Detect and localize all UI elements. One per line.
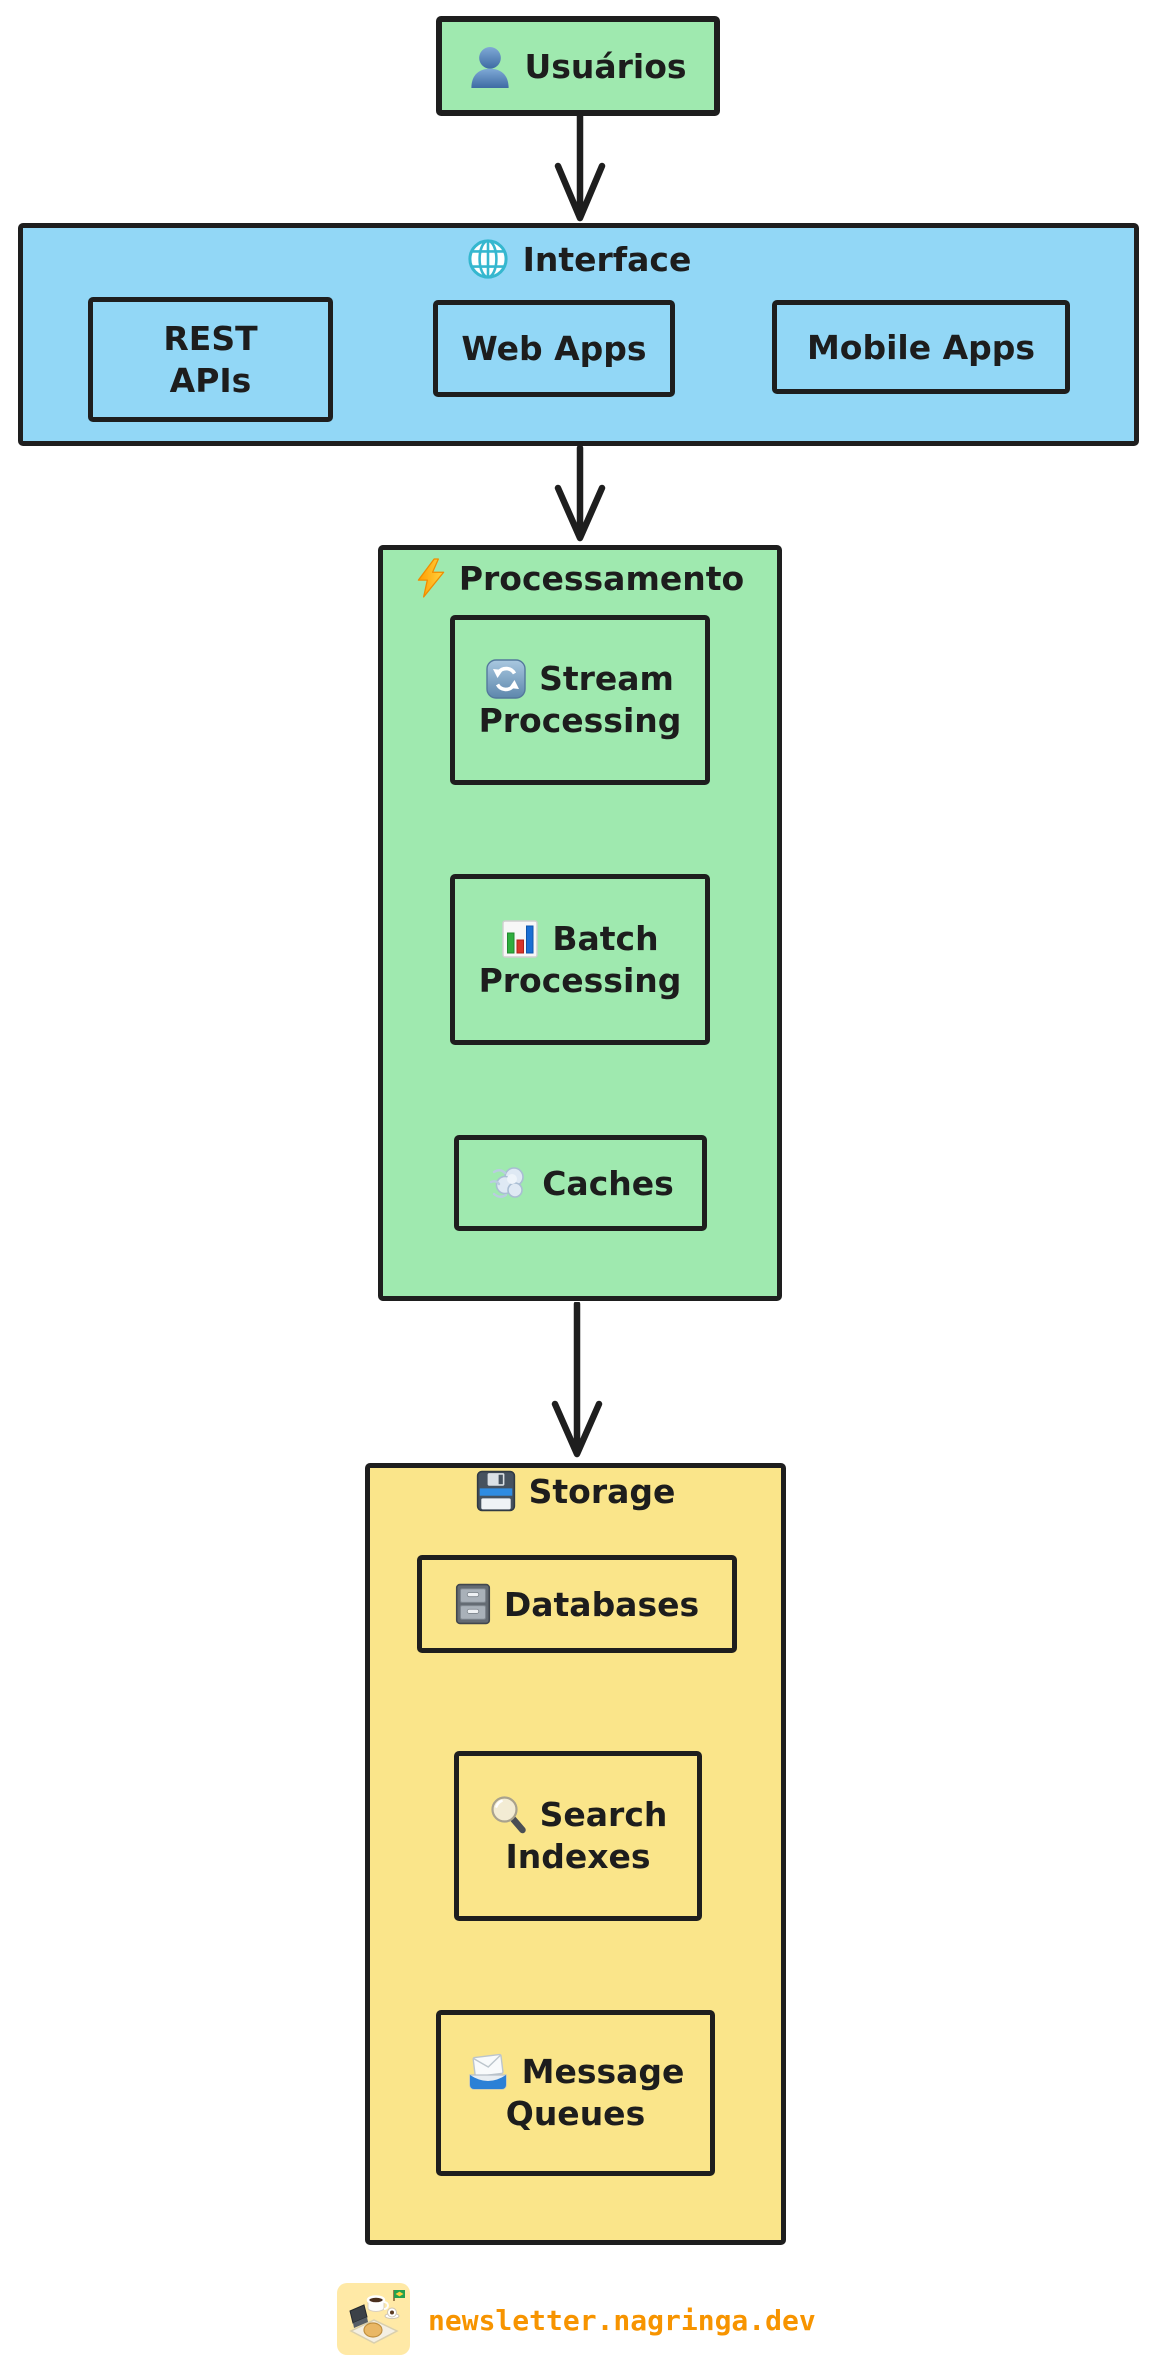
node-label-line: Indexes: [505, 1837, 651, 1877]
node-caches: Caches: [454, 1135, 707, 1231]
node-label-line: Caches: [542, 1163, 674, 1203]
incoming-envelope-icon: [467, 2051, 509, 2093]
node-label-line: Stream: [539, 659, 674, 699]
arrow-users-to-interface: [554, 110, 606, 222]
dash-cloud-icon: [487, 1163, 529, 1203]
nagringa-logo: [337, 2283, 410, 2355]
storage-title-label: Storage: [528, 1471, 676, 1511]
magnifying-glass-icon: [489, 1794, 527, 1836]
node-label-line: Processing: [478, 960, 682, 1000]
node-message-queues: Message Queues: [436, 2010, 715, 2176]
newsletter-link[interactable]: newsletter.nagringa.dev: [428, 2304, 816, 2337]
interface-title-label: Interface: [522, 239, 692, 279]
arrow-interface-to-processing: [554, 446, 606, 542]
refresh-arrows-icon: [486, 658, 526, 700]
processing-title: Processamento: [383, 558, 777, 598]
node-stream-processing: Stream Processing: [450, 615, 710, 785]
node-databases: Databases: [417, 1555, 737, 1653]
processing-title-label: Processamento: [458, 558, 745, 598]
floppy-disk-icon: [476, 1470, 516, 1512]
section-interface: Interface REST APIs Web Apps Mobile Apps: [18, 223, 1139, 446]
node-label-line: Mobile Apps: [806, 327, 1036, 367]
node-label-line: REST: [163, 318, 258, 358]
interface-title: Interface: [23, 238, 1134, 280]
node-web-apps: Web Apps: [433, 300, 675, 397]
node-label-line: Queues: [505, 2094, 646, 2134]
node-label-line: Databases: [503, 1584, 700, 1624]
storage-title: Storage: [370, 1470, 781, 1512]
node-search-indexes: Search Indexes: [454, 1751, 702, 1921]
node-batch-processing: Batch Processing: [450, 874, 710, 1045]
node-rest-apis: REST APIs: [88, 297, 333, 422]
node-label-line: Batch: [552, 918, 659, 958]
section-processing: Processamento: [378, 545, 782, 1301]
node-label-line: Processing: [478, 701, 682, 741]
globe-icon: [466, 238, 510, 280]
node-users: Usuários: [436, 16, 720, 116]
node-label-line: APIs: [169, 360, 252, 400]
node-label-line: Message: [521, 2052, 685, 2092]
node-label-line: Web Apps: [461, 329, 647, 368]
node-mobile-apps: Mobile Apps: [772, 300, 1070, 394]
section-storage: Storage Databases: [365, 1463, 786, 2245]
person-icon: [469, 44, 511, 88]
node-label-line: Search: [539, 1795, 668, 1835]
file-cabinet-icon: [455, 1583, 491, 1625]
arrow-processing-to-storage: [551, 1302, 603, 1458]
lightning-icon: [416, 558, 446, 598]
bar-chart-icon: [501, 918, 539, 960]
users-label: Usuários: [524, 46, 687, 86]
